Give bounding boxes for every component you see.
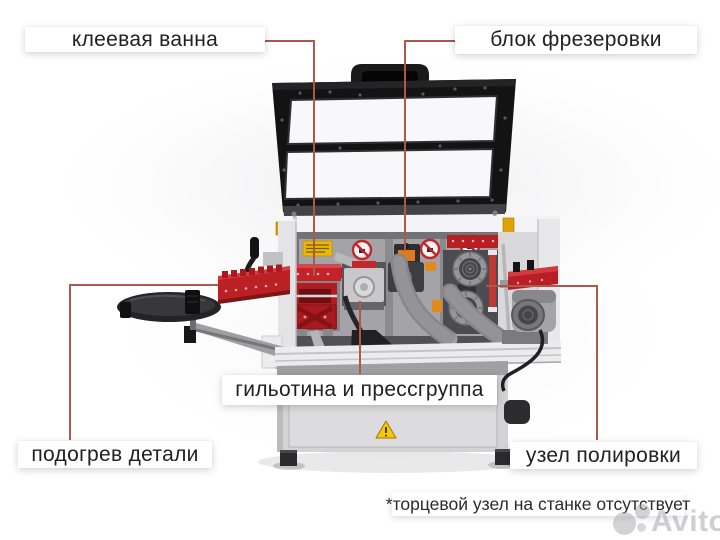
side-table-disc (117, 290, 292, 360)
callout-label-glue-bath: клеевая ванна (25, 27, 265, 52)
infeed-fence (218, 264, 290, 304)
callout-line-glue-bath (265, 40, 315, 276)
polishing-motor (500, 290, 556, 424)
callout-line-part-heating (69, 284, 218, 440)
machine-feet (280, 449, 512, 466)
press-group-unit (334, 252, 386, 310)
callout-label-polishing-unit: узел полировки (510, 442, 697, 469)
lid-screws (280, 86, 507, 207)
callout-lines (69, 40, 598, 440)
outfeed-fence (508, 260, 558, 290)
callout-label-milling-block: блок фрезеровки (455, 26, 697, 54)
footnote-text: *торцевой узел на станке отсутствует (386, 492, 690, 516)
machine-shadow (258, 451, 528, 473)
red-lever (489, 254, 496, 308)
warning-triangle-icon (375, 420, 397, 439)
motor-cable (500, 329, 545, 392)
hinge-block-right (502, 217, 515, 235)
callout-line-polishing (486, 285, 598, 440)
warning-sticker (302, 240, 333, 257)
machine-lid (272, 64, 516, 216)
callout-label-part-heating: подогрев детали (18, 441, 212, 468)
callout-line-milling-block (404, 40, 455, 251)
callout-label-guillotine-press: гильотина и прессгруппа (222, 375, 497, 405)
glue-bath-assembly (290, 264, 359, 360)
